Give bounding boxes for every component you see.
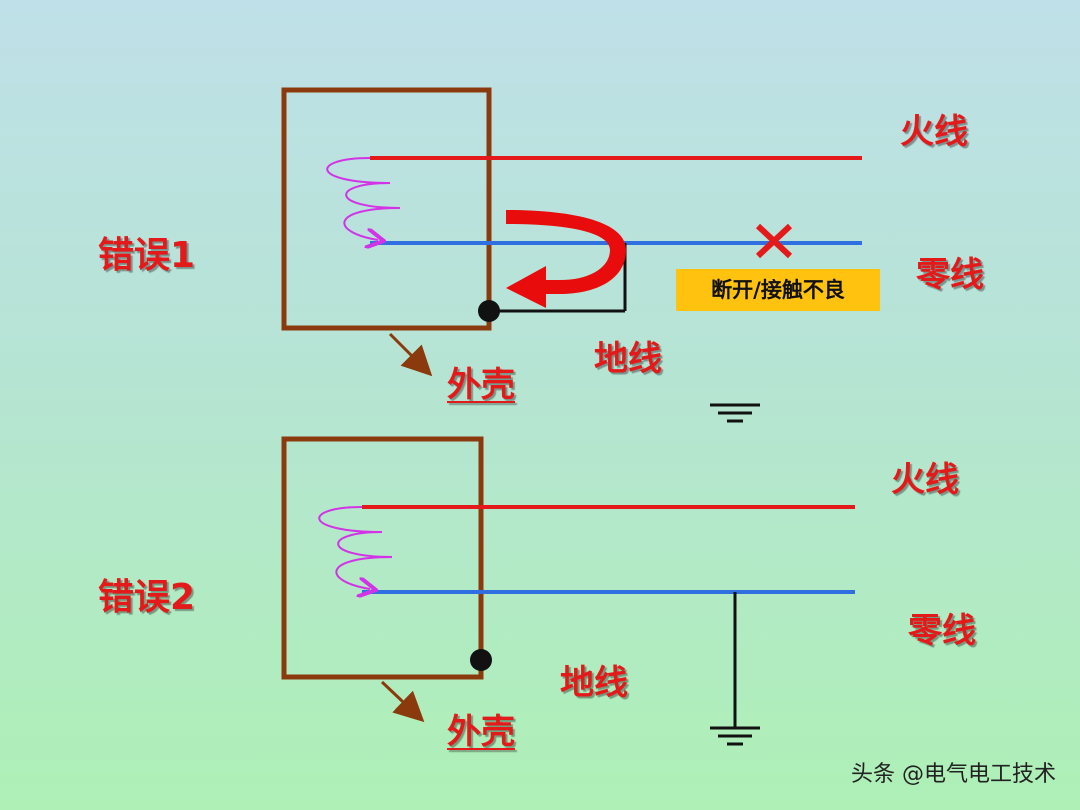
- panel1-neutral-label: 零线: [916, 255, 984, 295]
- panel1-live-label: 火线: [900, 112, 968, 152]
- break-mark-icon: [755, 223, 793, 259]
- panel2-neutral-label: 零线: [908, 611, 976, 651]
- heating-coil-1: [326, 157, 401, 240]
- panel1-title: 错误1: [98, 235, 196, 276]
- ground-terminal-2: [470, 649, 492, 671]
- panel1-shell-label: 外壳: [447, 365, 515, 405]
- shell-pointer-1: [388, 332, 433, 377]
- ground-terminal-1: [478, 300, 500, 322]
- appliance-enclosure-1: [281, 87, 492, 331]
- panel2-live-label: 火线: [891, 460, 959, 500]
- shell-pointer-2: [380, 680, 425, 723]
- panel1-ground-label: 地线: [594, 339, 662, 379]
- panel2-shell-label: 外壳: [447, 712, 515, 752]
- panel2-ground-label: 地线: [560, 663, 628, 703]
- appliance-enclosure-2: [281, 436, 484, 680]
- heating-coil-2: [318, 506, 393, 589]
- fault-note: 断开/接触不良: [676, 269, 880, 311]
- panel2-title: 错误2: [98, 577, 196, 618]
- ground-symbol-icon-2: [710, 726, 760, 746]
- ground-symbol-icon-1: [710, 403, 760, 423]
- fault-current-arrow: [506, 210, 626, 308]
- watermark: 头条 @电气电工技术: [851, 762, 1056, 787]
